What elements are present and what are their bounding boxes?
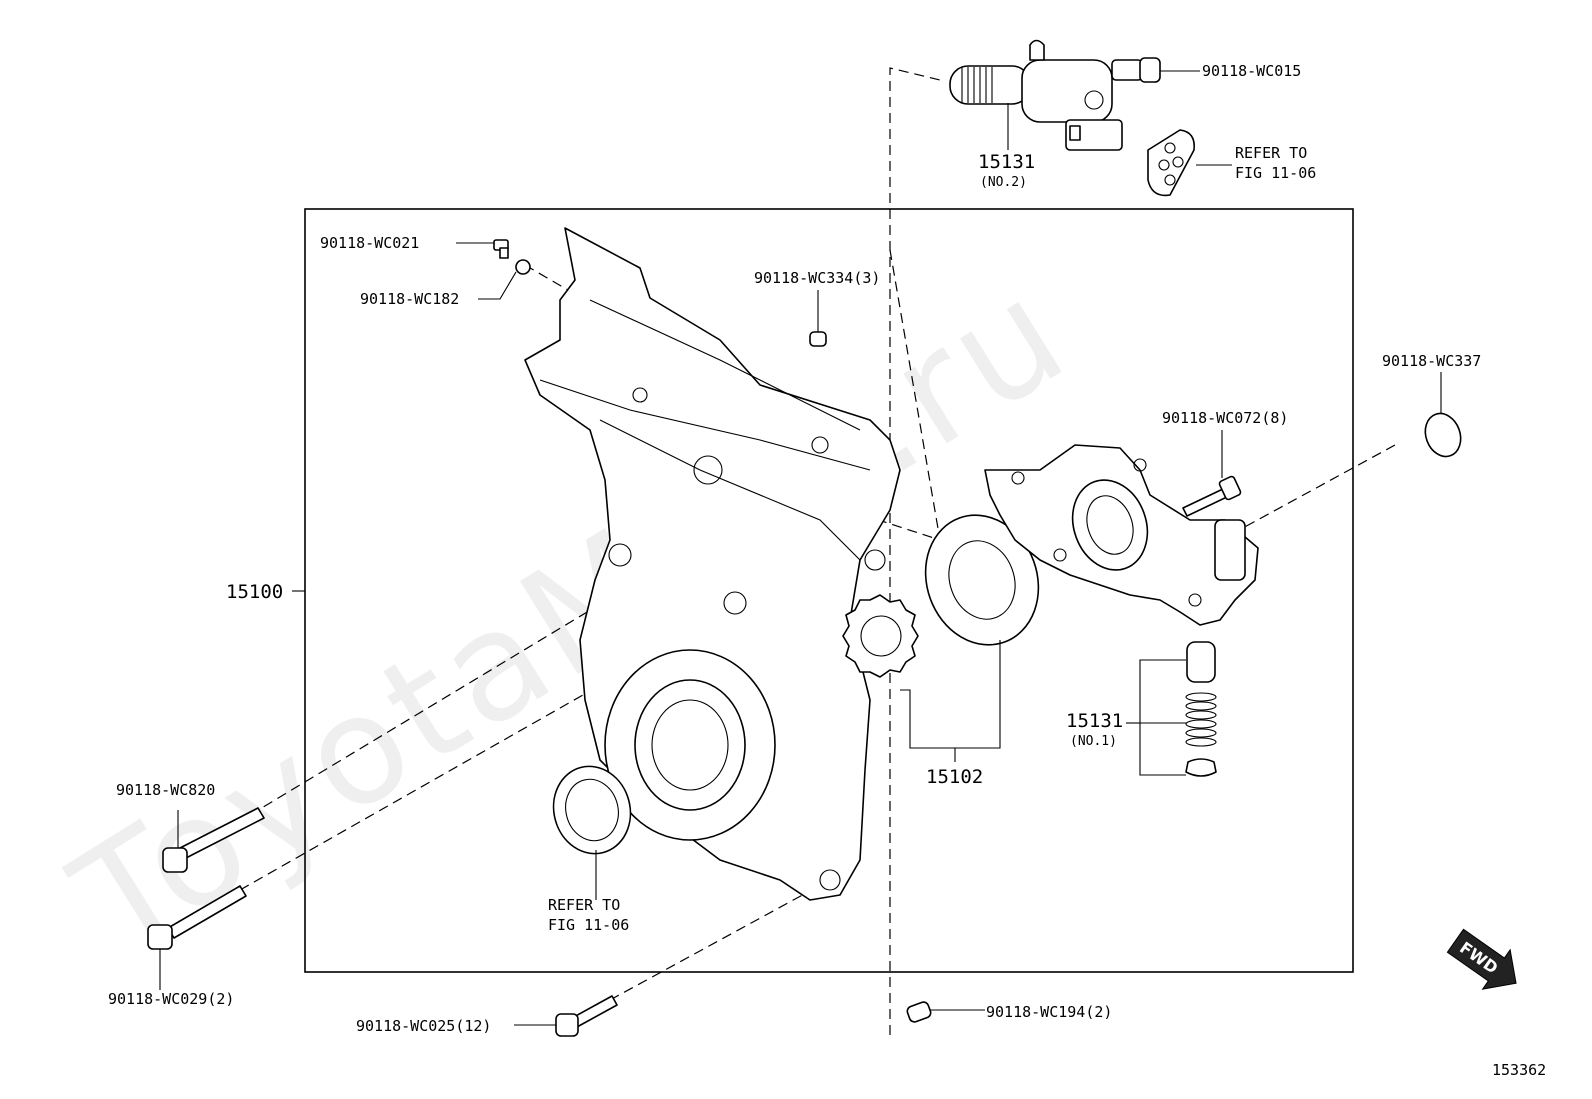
bolt-wc021-part bbox=[493, 239, 509, 259]
o-ring-wc337-part bbox=[1424, 412, 1462, 458]
bolt-wc025-part bbox=[555, 995, 618, 1037]
label-15131-no2-sub: (NO.2) bbox=[980, 175, 1027, 190]
label-90118-wc021: 90118-WC021 bbox=[320, 234, 419, 252]
washer-wc182-part bbox=[515, 259, 531, 275]
inner-rotor-part bbox=[842, 594, 919, 678]
label-15131-no1-sub: (NO.1) bbox=[1070, 734, 1117, 749]
oil-control-valve-part bbox=[949, 39, 1123, 151]
bolt-wc072-part bbox=[1182, 475, 1242, 517]
label-15100: 15100 bbox=[226, 581, 283, 603]
label-90118-wc194: 90118-WC194(2) bbox=[986, 1003, 1112, 1021]
gasket-top-part bbox=[1147, 129, 1196, 197]
label-15131-no1: 15131 bbox=[1066, 710, 1123, 732]
timing-cover-part bbox=[524, 227, 901, 901]
label-15102: 15102 bbox=[926, 766, 983, 788]
pin-wc334-part bbox=[809, 331, 827, 347]
bolt-wc015-part bbox=[1111, 57, 1161, 83]
label-90118-wc337: 90118-WC337 bbox=[1382, 352, 1481, 370]
leader-lines bbox=[159, 70, 1442, 1026]
figure-code: 153362 bbox=[1492, 1061, 1546, 1079]
label-refer-bottom-1: REFER TO bbox=[548, 896, 620, 914]
label-90118-wc182: 90118-WC182 bbox=[360, 290, 459, 308]
label-90118-wc025: 90118-WC025(12) bbox=[356, 1017, 491, 1035]
fwd-arrow-icon: FWD bbox=[1446, 928, 1517, 990]
bolt-wc820-part bbox=[162, 807, 265, 873]
outer-rotor-part bbox=[924, 514, 1040, 646]
label-90118-wc820: 90118-WC820 bbox=[116, 781, 215, 799]
label-refer-top-1: REFER TO bbox=[1235, 144, 1307, 162]
bolt-wc029-part bbox=[147, 885, 247, 950]
label-90118-wc072: 90118-WC072(8) bbox=[1162, 409, 1288, 427]
oil-pump-cover-part bbox=[984, 444, 1259, 626]
label-15131-no2: 15131 bbox=[978, 151, 1035, 173]
label-refer-top-2: FIG 11-06 bbox=[1235, 164, 1316, 182]
pin-wc194-part bbox=[906, 1001, 932, 1023]
label-refer-bottom-2: FIG 11-06 bbox=[548, 916, 629, 934]
label-90118-wc029: 90118-WC029(2) bbox=[108, 990, 234, 1008]
relief-valve-part bbox=[1139, 641, 1217, 777]
label-90118-wc015: 90118-WC015 bbox=[1202, 62, 1301, 80]
oil-seal-part bbox=[552, 765, 632, 855]
label-90118-wc334: 90118-WC334(3) bbox=[754, 269, 880, 287]
